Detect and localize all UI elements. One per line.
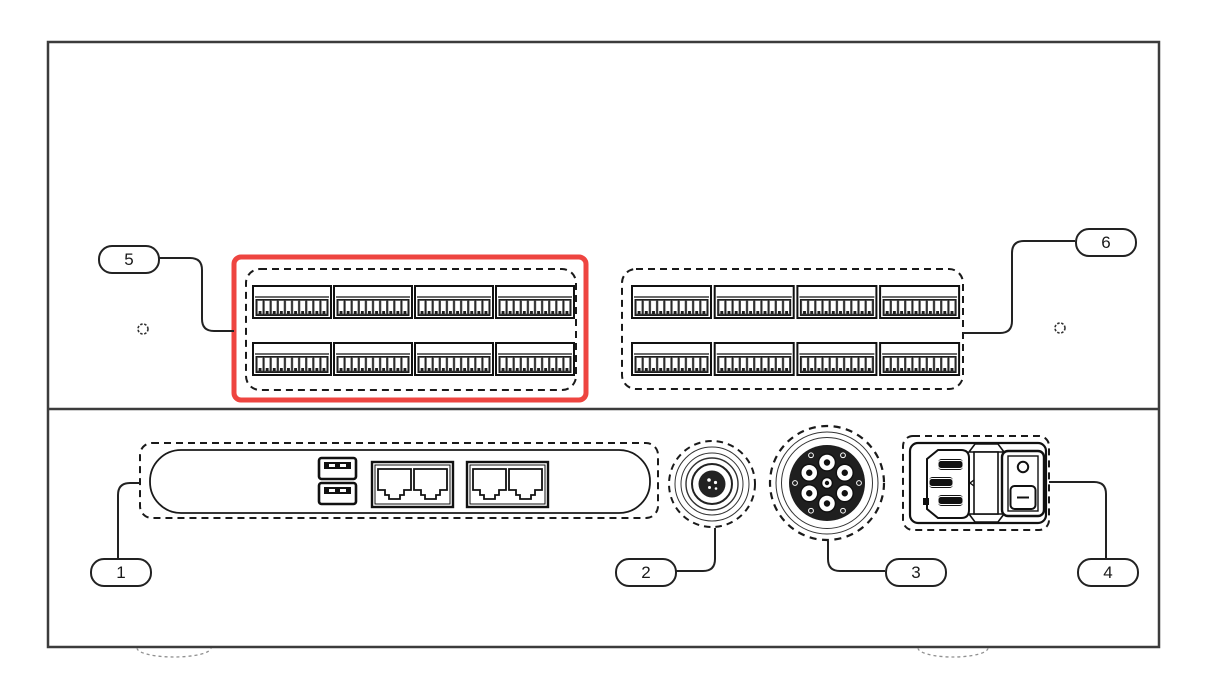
- leader-line-3: [827, 541, 885, 572]
- terminal-block: [713, 285, 795, 319]
- io-slot-dashed-outline: [139, 442, 659, 519]
- terminal-block: [879, 342, 961, 376]
- ethernet-module: [465, 460, 550, 509]
- power-entry-module: [902, 435, 1050, 531]
- terminal-group-left-dashed-outline: [245, 268, 577, 391]
- terminal-block: [414, 285, 494, 319]
- callout-4-label: 4: [1103, 562, 1113, 582]
- large-circular-connector: [768, 424, 886, 542]
- callout-6-label: 6: [1101, 232, 1111, 252]
- terminal-block: [879, 285, 961, 319]
- terminal-block: [631, 285, 712, 319]
- highlight-rectangle: [231, 254, 589, 403]
- iec-power-inlet: [923, 449, 970, 519]
- callout-2-label: 2: [641, 562, 651, 582]
- callout-2-pill: 2: [615, 558, 677, 587]
- terminal-block: [252, 342, 332, 376]
- leader-line-5: [158, 257, 234, 332]
- leader-line-1: [117, 482, 140, 558]
- rj45-jack-icon: [413, 468, 448, 500]
- callout-3-pill: 3: [885, 558, 947, 587]
- terminal-block: [333, 285, 413, 319]
- terminal-block: [495, 285, 575, 319]
- ethernet-ports: [370, 460, 550, 509]
- leader-line-2: [673, 528, 716, 572]
- terminal-block: [333, 342, 413, 376]
- terminal-block-group-right: [631, 285, 961, 376]
- power-switch: [1000, 449, 1046, 518]
- device-chassis-outline: [46, 40, 1161, 649]
- terminal-block: [252, 285, 332, 319]
- callout-5-label: 5: [124, 249, 134, 269]
- callout-5-pill: 5: [98, 245, 160, 274]
- small-circular-connector: [668, 440, 756, 528]
- ethernet-module: [370, 460, 455, 509]
- left-foot: [136, 647, 212, 658]
- terminal-block: [414, 342, 494, 376]
- terminal-block: [796, 342, 878, 376]
- callout-3-label: 3: [911, 562, 921, 582]
- rj45-jack-icon: [508, 468, 543, 500]
- rj45-jack-icon: [377, 468, 412, 500]
- usb-port-bottom: [317, 481, 358, 506]
- terminal-block: [713, 342, 795, 376]
- terminal-block: [495, 342, 575, 376]
- terminal-group-right-dashed-outline: [621, 268, 964, 390]
- leader-line-4: [1049, 481, 1107, 558]
- callout-1-pill: 1: [90, 558, 152, 587]
- terminal-block: [796, 285, 878, 319]
- callout-1-label: 1: [116, 562, 126, 582]
- switch-on-symbol: [1016, 460, 1030, 474]
- usb-port-top: [317, 456, 358, 481]
- terminal-block: [631, 342, 712, 376]
- right-screw-icon: [1054, 322, 1066, 334]
- left-screw-icon: [137, 323, 149, 335]
- callout-4-pill: 4: [1077, 558, 1139, 587]
- fuse-holder: [967, 443, 1006, 523]
- rj45-jack-icon: [472, 468, 507, 500]
- leader-line-6: [963, 240, 1075, 334]
- callout-6-pill: 6: [1075, 228, 1137, 257]
- right-foot: [917, 647, 989, 658]
- terminal-block-group-left: [252, 285, 575, 376]
